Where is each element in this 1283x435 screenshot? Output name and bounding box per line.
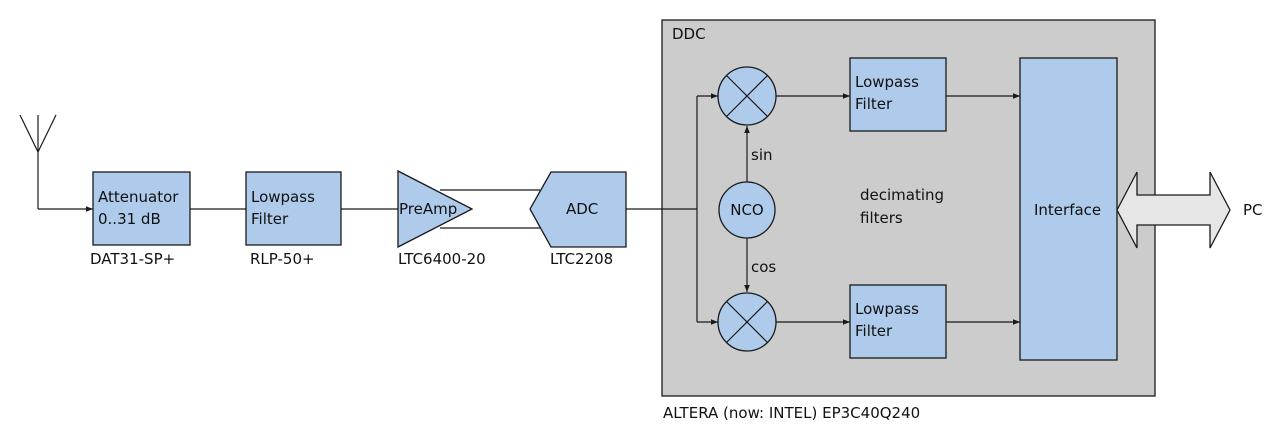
antenna-icon <box>19 114 57 209</box>
adc-label: ADC <box>566 200 598 218</box>
lpf-top-block <box>849 57 947 132</box>
rf-filter-block <box>245 171 342 246</box>
nco-block <box>718 181 776 239</box>
mixer-bottom-icon <box>717 292 777 352</box>
preamp-label: PreAmp <box>399 200 457 218</box>
adc-part-number: LTC2208 <box>550 250 613 268</box>
pc-link-arrow-icon <box>1116 171 1231 249</box>
attenuator-label-line1: Attenuator <box>98 188 179 206</box>
fpga-caption: ALTERA (now: INTEL) EP3C40Q240 <box>663 404 920 422</box>
ddc-label: DDC <box>672 25 706 43</box>
preamp-block <box>397 169 474 249</box>
nco-sin-label: sin <box>751 146 773 164</box>
attenuator-part-number: DAT31-SP+ <box>90 250 175 268</box>
pc-label: PC <box>1243 201 1263 219</box>
mixer-top-icon <box>717 66 777 126</box>
adc-block <box>529 171 627 248</box>
nco-label: NCO <box>730 201 764 219</box>
decimating-label-line2: filters <box>860 209 903 227</box>
lpf-top-label-line2: Filter <box>855 95 893 113</box>
lpf-bottom-label-line1: Lowpass <box>855 300 919 318</box>
nco-cos-label: cos <box>751 258 776 276</box>
decimating-label-line1: decimating <box>860 186 944 204</box>
rf-filter-label-line2: Filter <box>251 210 289 228</box>
rf-filter-label-line1: Lowpass <box>251 188 315 206</box>
lpf-bottom-block <box>849 284 947 359</box>
rf-filter-part-number: RLP-50+ <box>250 250 315 268</box>
attenuator-label-line2: 0..31 dB <box>98 210 161 228</box>
lpf-top-label-line1: Lowpass <box>855 73 919 91</box>
interface-block <box>1019 57 1118 361</box>
attenuator-block <box>92 171 191 246</box>
preamp-part-number: LTC6400-20 <box>398 250 486 268</box>
lpf-bottom-label-line2: Filter <box>855 322 893 340</box>
interface-label: Interface <box>1034 201 1101 219</box>
